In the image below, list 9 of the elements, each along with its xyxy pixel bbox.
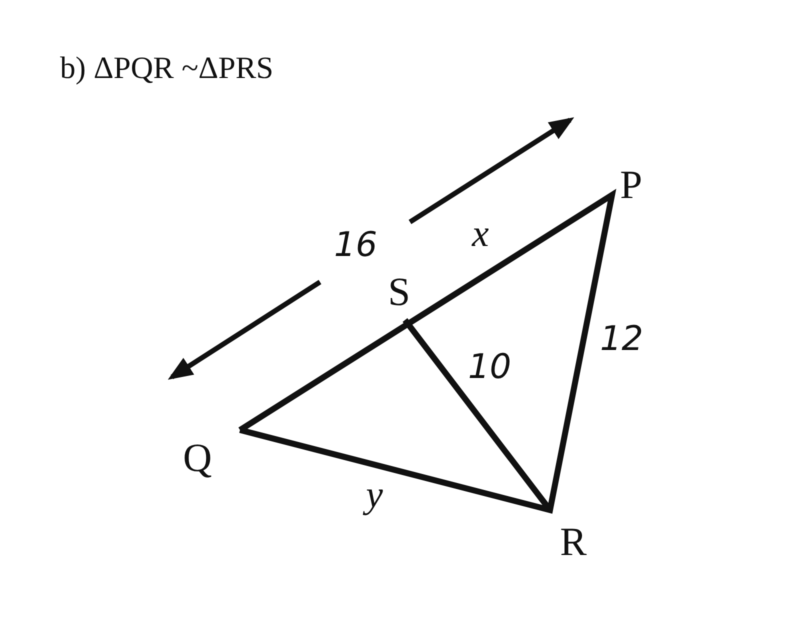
vertex-label: Q: [183, 438, 212, 478]
vertex-label: P: [620, 165, 642, 205]
title: b) ΔPQR ~ΔPRS: [60, 52, 274, 83]
dimension-label: 16: [334, 228, 378, 262]
vertex-label: R: [560, 522, 587, 562]
side-label: 10: [468, 350, 512, 384]
side-label: 12: [600, 322, 644, 356]
vertex-label: S: [388, 272, 410, 312]
side-label: x: [472, 215, 489, 253]
